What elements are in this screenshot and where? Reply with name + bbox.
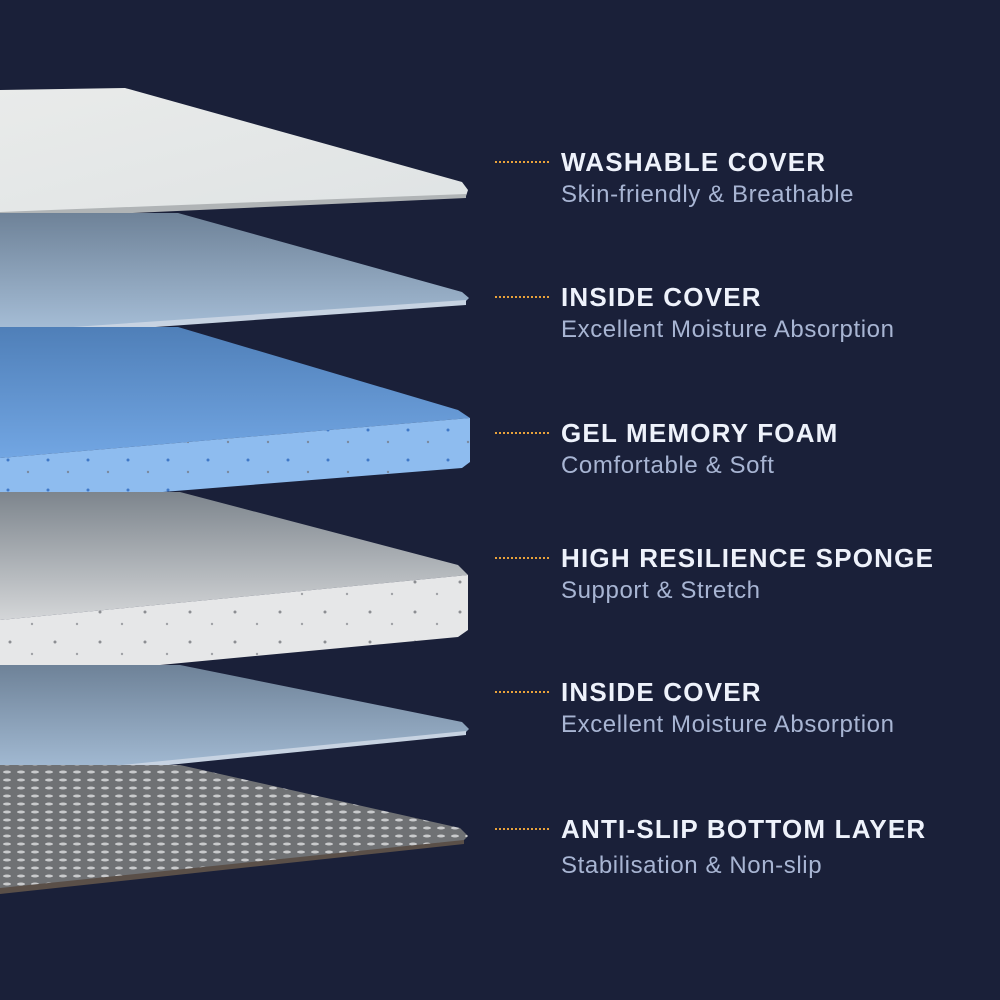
layer-title: INSIDE COVER <box>561 282 762 312</box>
leader-dots <box>495 828 549 830</box>
leader-dots <box>495 161 549 163</box>
layer-title: GEL MEMORY FOAM <box>561 418 839 448</box>
leader-dots <box>495 691 549 693</box>
layer-inside-cover-bottom <box>0 665 469 782</box>
layer-title: ANTI-SLIP BOTTOM LAYER <box>561 814 927 844</box>
leader-dots <box>495 432 549 434</box>
layer-title: HIGH RESILIENCE SPONGE <box>561 543 935 573</box>
layer-title: INSIDE COVER <box>561 677 762 707</box>
layer-washable-cover <box>0 88 468 219</box>
layer-anti-slip-bottom <box>0 765 468 894</box>
layer-subtitle: Support & Stretch <box>561 577 761 604</box>
layer-subtitle: Excellent Moisture Absorption <box>561 711 895 738</box>
layer-subtitle: Comfortable & Soft <box>561 452 775 479</box>
layer-inside-cover-top <box>0 213 469 338</box>
layer-title: WASHABLE COVER <box>561 147 827 177</box>
layer-high-resilience-sponge <box>0 492 468 680</box>
layer-gel-memory-foam <box>0 327 470 505</box>
leader-dots <box>495 557 549 559</box>
layer-subtitle: Skin-friendly & Breathable <box>561 181 855 208</box>
layer-subtitle: Excellent Moisture Absorption <box>561 316 895 343</box>
leader-dots <box>495 296 549 298</box>
layer-subtitle: Stabilisation & Non-slip <box>561 852 823 879</box>
